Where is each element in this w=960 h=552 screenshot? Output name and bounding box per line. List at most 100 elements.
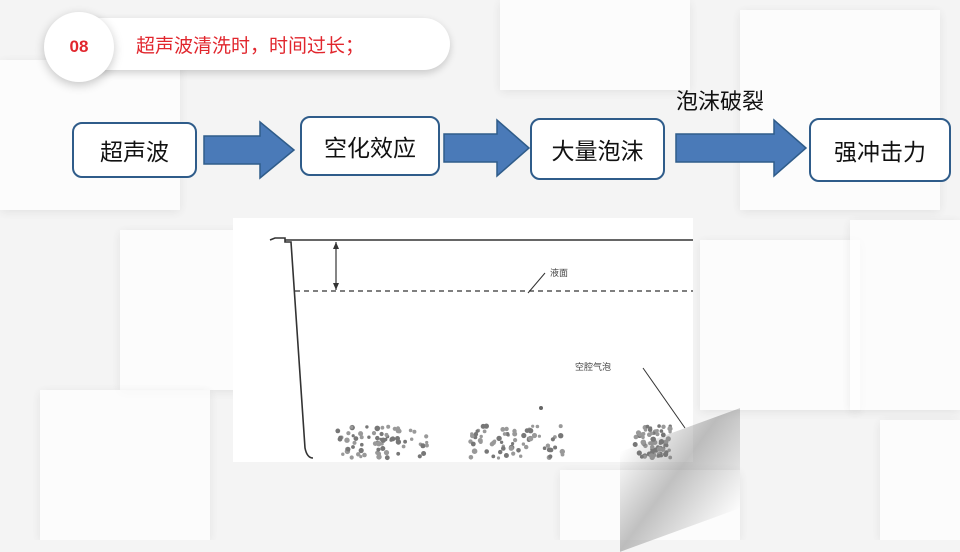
bubble — [632, 442, 638, 447]
bubble — [379, 431, 384, 437]
bubble — [500, 427, 506, 432]
bubble — [346, 431, 351, 436]
bubble — [519, 454, 523, 458]
bubble — [360, 442, 364, 447]
section-number-badge: 08 — [44, 12, 114, 82]
flow-step-cavitation: 空化效应 — [300, 116, 440, 176]
bubble — [548, 454, 553, 459]
bubble — [424, 434, 429, 439]
bubble — [660, 432, 666, 438]
bubble — [380, 446, 386, 451]
bubble — [470, 441, 476, 447]
bubble — [384, 432, 389, 437]
bubble — [468, 455, 474, 460]
bubble — [521, 442, 526, 446]
bubble — [511, 451, 516, 456]
bubble — [374, 425, 381, 432]
bubble — [531, 432, 538, 439]
bubble — [545, 443, 551, 448]
bubble — [537, 434, 541, 438]
bubble — [480, 423, 486, 429]
bubble — [376, 454, 382, 460]
bubble — [558, 424, 563, 429]
bubble — [358, 431, 364, 437]
bubble — [420, 443, 426, 449]
bubble — [521, 432, 527, 439]
bubble — [359, 435, 364, 440]
bubble — [636, 450, 642, 456]
bubble — [351, 445, 355, 449]
bubble — [656, 454, 660, 458]
bubble — [639, 454, 644, 459]
bubble — [527, 428, 534, 434]
bubble — [380, 437, 386, 443]
bubble — [665, 436, 671, 442]
bubble — [359, 455, 363, 459]
bubble — [542, 446, 547, 450]
bubble — [499, 440, 504, 444]
bubble — [664, 443, 669, 448]
bubble — [386, 424, 391, 429]
bubble — [349, 455, 354, 460]
bubble — [516, 448, 521, 453]
bubble — [338, 435, 343, 440]
bubble — [401, 444, 406, 449]
bubble — [410, 437, 414, 441]
bubble — [356, 452, 361, 457]
bubble — [650, 436, 655, 442]
bubble — [650, 444, 655, 450]
bubble — [655, 429, 659, 433]
bubble — [470, 432, 474, 436]
bubble — [637, 431, 643, 437]
cavitation-bubbles-label: 空腔气泡 — [575, 363, 612, 373]
bubble — [661, 424, 666, 429]
bubble — [349, 425, 354, 429]
bubble — [471, 448, 478, 454]
bubble — [658, 439, 665, 445]
bubble — [396, 451, 401, 456]
bubble — [362, 452, 367, 458]
bubble — [365, 425, 369, 429]
bubble — [657, 424, 661, 428]
bubble — [395, 436, 400, 441]
bubble — [384, 455, 390, 461]
cavitation-bubbles — [335, 406, 673, 461]
bubble — [501, 446, 506, 451]
bubble — [496, 435, 502, 442]
bubble — [668, 430, 672, 434]
slide-title: 超声波清洗时，时间过长； — [136, 35, 365, 57]
bubble — [344, 437, 350, 443]
bubble — [504, 426, 509, 432]
bubble — [559, 448, 565, 455]
bubble — [376, 447, 381, 452]
bubble — [560, 452, 565, 457]
tank-outline — [269, 237, 693, 459]
bubble — [553, 445, 558, 450]
bubble — [473, 432, 479, 437]
bubble — [656, 446, 663, 452]
bubble — [649, 431, 654, 436]
flow-step-impact: 强冲击力 — [809, 118, 951, 182]
bubble — [633, 434, 639, 440]
bubble — [550, 437, 555, 442]
bubble — [408, 428, 413, 433]
liquid-surface-label: 液面 — [550, 269, 569, 279]
bubble — [503, 453, 509, 458]
tank-diagram: 液面 空腔气泡 — [233, 218, 693, 462]
bubble — [491, 454, 496, 459]
bubble — [659, 454, 663, 458]
flow-arrow-2 — [443, 118, 531, 178]
bubble — [484, 449, 489, 454]
bubble — [492, 439, 497, 443]
flow-step-foam: 大量泡沫 — [530, 118, 665, 180]
bubble — [531, 424, 535, 428]
bubble — [667, 426, 673, 432]
bubble — [425, 440, 429, 445]
bubble — [663, 451, 669, 457]
bubble — [383, 450, 390, 456]
bubble — [513, 438, 518, 443]
bubble — [489, 441, 495, 447]
bubble — [380, 425, 385, 430]
bubble — [412, 429, 417, 434]
header-bar — [50, 18, 450, 70]
